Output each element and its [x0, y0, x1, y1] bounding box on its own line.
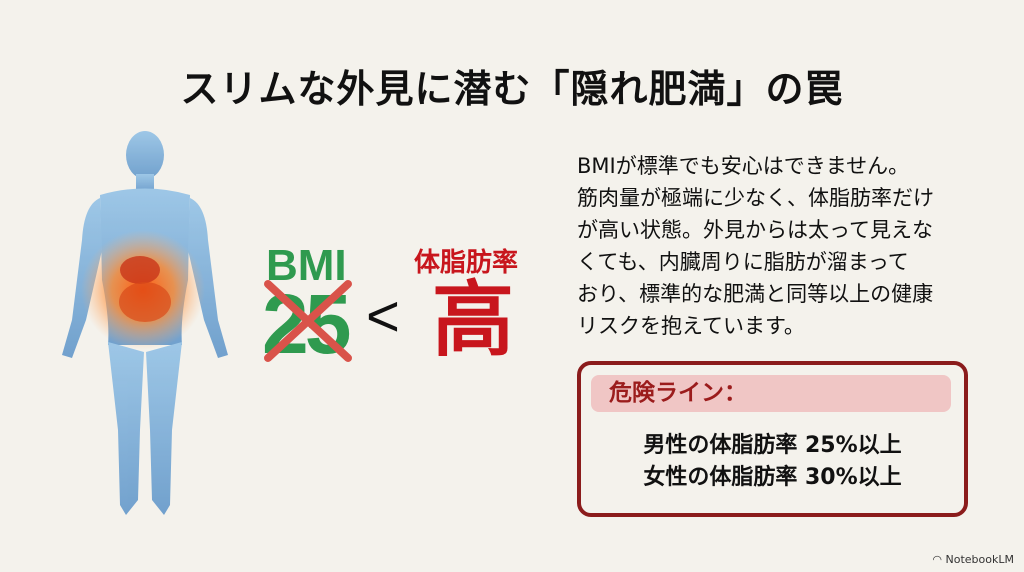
- notebooklm-logo-icon: ◠: [932, 553, 946, 566]
- paragraph-line: 筋肉量が極端に少なく、体脂肪率だけ: [577, 186, 934, 210]
- paragraph-line: くても、内臓周りに脂肪が溜まって: [577, 250, 909, 274]
- danger-line-header-text: 危険ライン：: [609, 380, 747, 406]
- human-body-illustration: [62, 131, 228, 515]
- paragraph-line: リスクを抱えています。: [577, 314, 805, 338]
- danger-line-box: [577, 361, 968, 517]
- explanation-paragraph: BMIが標準でも安心はできません。 筋肉量が極端に少なく、体脂肪率だけ が高い状…: [577, 150, 997, 342]
- brand-text: NotebookLM: [945, 553, 1014, 566]
- danger-line-list: 男性の体脂肪率 25%以上 女性の体脂肪率 30%以上: [577, 430, 968, 494]
- danger-line-male: 男性の体脂肪率 25%以上: [643, 433, 902, 458]
- cross-out-icon: [264, 280, 352, 362]
- notebooklm-watermark: ◠ NotebookLM: [932, 553, 1014, 566]
- bmi-label: BMI: [266, 241, 347, 290]
- body-fat-high: 高: [432, 273, 515, 368]
- danger-line-female: 女性の体脂肪率 30%以上: [643, 465, 902, 490]
- paragraph-line: おり、標準的な肥満と同等以上の健康: [577, 282, 934, 306]
- less-than-sign: <: [366, 284, 400, 349]
- paragraph-line: が高い状態。外見からは太って見えな: [577, 218, 933, 242]
- paragraph-line: BMIが標準でも安心はできません。: [577, 154, 910, 178]
- danger-line-header: 危険ライン：: [591, 375, 951, 412]
- slide-title: スリムな外見に潜む「隠れ肥満」の罠: [180, 67, 844, 111]
- body-fat-label: 体脂肪率: [414, 248, 519, 278]
